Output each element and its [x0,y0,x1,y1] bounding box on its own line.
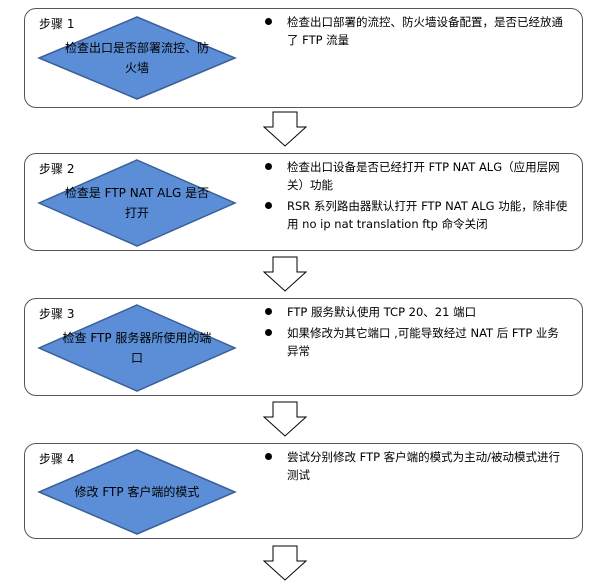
step-2-diamond-shape [37,159,237,247]
step-3-bullet: FTP 服务默认使用 TCP 20、21 端口 [265,303,568,321]
bullet-dot-icon [265,329,272,336]
step-1-box: 步骤 1 检查出口是否部署流控、防火墙 检查出口部署的流控、防火墙设备配置，是否… [24,8,583,108]
step-4-bullet: 尝试分别修改 FTP 客户端的模式为主动/被动模式进行测试 [265,448,568,484]
down-arrow-icon [263,545,307,581]
step-4-diamond-shape [37,449,237,535]
step-2-decision: 检查是 FTP NAT ALG 是否打开 [37,158,237,248]
step-3-decision: 检查 FTP 服务器所使用的端口 [37,303,237,393]
step-4-decision-text: 修改 FTP 客户端的模式 [74,485,200,499]
down-arrow-icon [263,256,307,292]
step-2-box: 步骤 2 检查是 FTP NAT ALG 是否打开 检查出口设备是否已经打开 F… [24,153,583,251]
bullet-dot-icon [265,453,272,460]
step-1-bullets: 检查出口部署的流控、防火墙设备配置，是否已经放通了 FTP 流量 [265,13,568,52]
step-4-bullets: 尝试分别修改 FTP 客户端的模式为主动/被动模式进行测试 [265,448,568,487]
step-2-bullet: 检查出口设备是否已经打开 FTP NAT ALG（应用层网关）功能 [265,158,568,194]
step-2-bullets: 检查出口设备是否已经打开 FTP NAT ALG（应用层网关）功能 RSR 系列… [265,158,568,236]
step-1-decision: 检查出口是否部署流控、防火墙 [37,15,237,101]
step-3-box: 步骤 3 检查 FTP 服务器所使用的端口 FTP 服务默认使用 TCP 20、… [24,298,583,396]
step-2-decision-text: 检查是 FTP NAT ALG 是否打开 [64,186,210,220]
down-arrow-icon [263,401,307,437]
step-4-label: 步骤 4 [39,452,75,466]
step-4-decision: 修改 FTP 客户端的模式 [37,448,237,536]
step-4-box: 步骤 4 修改 FTP 客户端的模式 尝试分别修改 FTP 客户端的模式为主动/… [24,443,583,539]
bullet-dot-icon [265,308,272,315]
step-1-decision-text: 检查出口是否部署流控、防火墙 [64,41,209,75]
step-2-label: 步骤 2 [39,162,75,176]
bullet-dot-icon [265,163,272,170]
bullet-dot-icon [265,18,272,25]
step-3-decision-text: 检查 FTP 服务器所使用的端口 [62,331,212,365]
step-1-diamond-shape [37,16,237,100]
down-arrow-icon [263,111,307,147]
step-1-label: 步骤 1 [39,17,75,31]
step-3-bullets: FTP 服务默认使用 TCP 20、21 端口 如果修改为其它端口 ,可能导致经… [265,303,568,363]
step-3-bullet: 如果修改为其它端口 ,可能导致经过 NAT 后 FTP 业务异常 [265,324,568,360]
step-2-bullet: RSR 系列路由器默认打开 FTP NAT ALG 功能，除非使用 no ip … [265,197,568,233]
step-3-diamond-shape [37,304,237,392]
step-1-bullet: 检查出口部署的流控、防火墙设备配置，是否已经放通了 FTP 流量 [265,13,568,49]
step-3-label: 步骤 3 [39,307,75,321]
bullet-dot-icon [265,202,272,209]
